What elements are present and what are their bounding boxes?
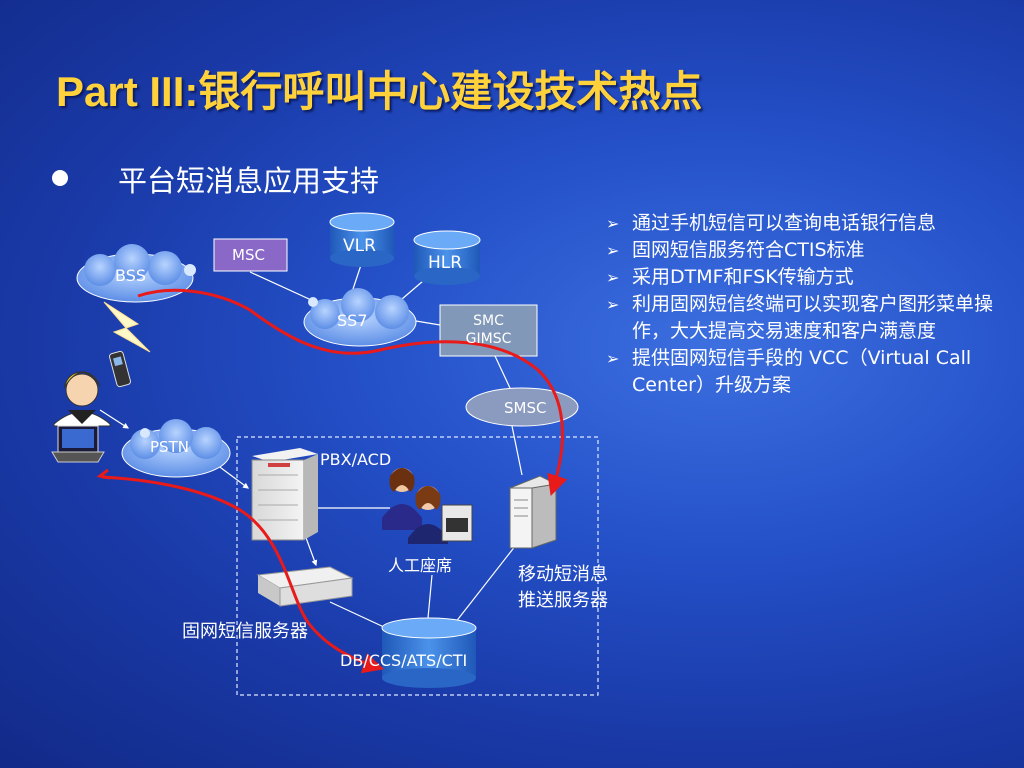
fixed-sms-server [256,566,354,607]
mobile-phone-icon [109,350,131,388]
pbx-acd-label: PBX/ACD [320,450,392,469]
db-cylinder [381,617,477,688]
fixed-flow-arrow [101,475,385,674]
pstn-cloud [121,419,231,478]
mobile-flow-arrow [137,288,568,496]
feature-item: ➢固网短信服务符合CTIS标准 [606,237,1006,264]
arrow-bullet-icon: ➢ [606,349,620,368]
db-label: DB/CCS/ATS/CTI [340,651,468,670]
feature-item: ➢通过手机短信可以查询电话银行信息 [606,210,1006,237]
smc-gimsc-label: SMC GIMSC [465,313,512,347]
agent-figures [382,468,473,544]
fixed-sms-server-label: 固网短信服务器 [182,621,308,642]
feature-item: ➢利用固网短信终端可以实现客户图形菜单操作，大大提高交易速度和客户满意度 [606,293,994,342]
customer-figure [53,371,111,427]
pbx-cabinet [251,448,318,541]
bullet-dot [52,170,68,186]
laptop-icon [51,425,105,463]
call-center-boundary [236,436,599,696]
bss-label: BSS [115,266,147,285]
slide-title: Part III:银行呼叫中心建设技术热点 [56,68,703,115]
mobile-push-server [508,475,558,549]
agent-label: 人工座席 [388,556,453,575]
feature-list: ➢通过手机短信可以查询电话银行信息 ➢固网短信服务符合CTIS标准 ➢采用DTM… [606,210,1006,399]
ss7-cloud [303,288,417,347]
wireless-signal-icon [103,301,151,353]
vlr-cylinder [329,212,395,267]
arrow-bullet-icon: ➢ [606,214,620,233]
msc-label: MSC [232,246,265,264]
feature-item: ➢提供固网短信手段的 VCC（Virtual Call Center）升级方案 [606,347,972,396]
hlr-label: HLR [428,253,463,273]
smsc-label: SMSC [504,399,547,417]
arrow-bullet-icon: ➢ [606,295,620,314]
hlr-cylinder [413,230,481,285]
ss7-label: SS7 [337,311,368,330]
arrow-bullet-icon: ➢ [606,268,620,287]
arrow-bullet-icon: ➢ [606,241,620,260]
smsc-node [465,387,579,427]
slide-subtitle: 平台短消息应用支持 [118,164,380,198]
mobile-push-server-label: 移动短消息 推送服务器 [518,564,608,611]
vlr-label: VLR [343,236,376,256]
feature-item: ➢采用DTMF和FSK传输方式 [606,264,1006,291]
msc-box [213,238,288,272]
pstn-label: PSTN [150,438,189,456]
